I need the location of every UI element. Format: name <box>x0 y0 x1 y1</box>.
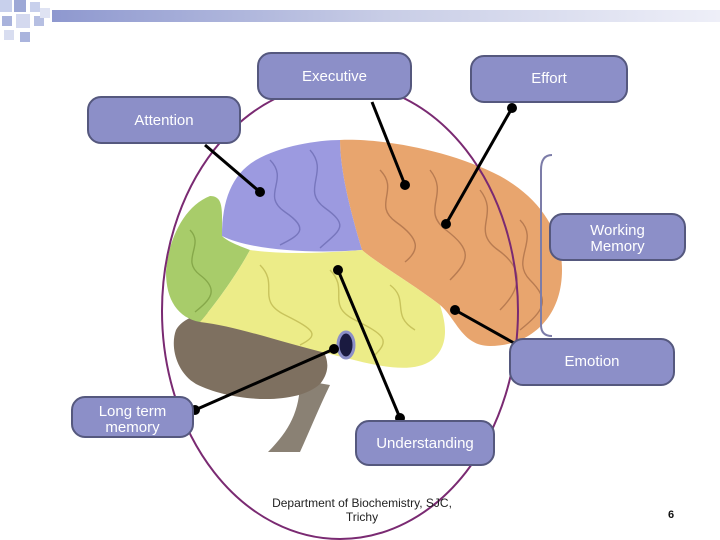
footer-line-1: Department of Biochemistry, SJC, <box>272 496 452 510</box>
working-memory-bracket <box>540 154 553 337</box>
working-memory-label: Working Memory <box>549 213 686 261</box>
working-memory-text: Working Memory <box>590 222 645 255</box>
footer-credit: Department of Biochemistry, SJC, Trichy <box>262 496 462 524</box>
executive-text: Executive <box>301 68 368 85</box>
page-number: 6 <box>668 509 675 521</box>
brain-illustration <box>166 139 562 452</box>
executive-label: Executive <box>257 52 412 100</box>
understanding-text: Understanding <box>376 435 474 452</box>
brainstem <box>268 380 330 452</box>
title-bar-stripe <box>52 10 720 22</box>
emotion-text: Emotion <box>564 353 620 370</box>
corner-decoration <box>0 0 50 42</box>
frontal-lobe <box>340 139 562 346</box>
understanding-label: Understanding <box>355 420 495 466</box>
attention-connector <box>204 143 261 194</box>
attention-label: Attention <box>87 96 241 144</box>
footer-line-2: Trichy <box>345 510 379 524</box>
long-term-memory-text: Long term memory <box>98 403 167 436</box>
emotion-label: Emotion <box>509 338 675 386</box>
long-term-memory-label: Long term memory <box>71 396 194 438</box>
effort-text: Effort <box>531 70 567 87</box>
attention-text: Attention <box>134 112 194 129</box>
parietal-lobe <box>222 140 362 252</box>
long-term-memory-connector <box>194 347 335 412</box>
executive-connector <box>370 101 407 186</box>
effort-connector <box>444 107 514 225</box>
hippocampus-marker <box>336 330 356 360</box>
occipital-lobe <box>166 196 250 322</box>
temporal-lobe <box>200 250 445 368</box>
understanding-connector <box>336 269 402 419</box>
effort-label: Effort <box>470 55 628 103</box>
